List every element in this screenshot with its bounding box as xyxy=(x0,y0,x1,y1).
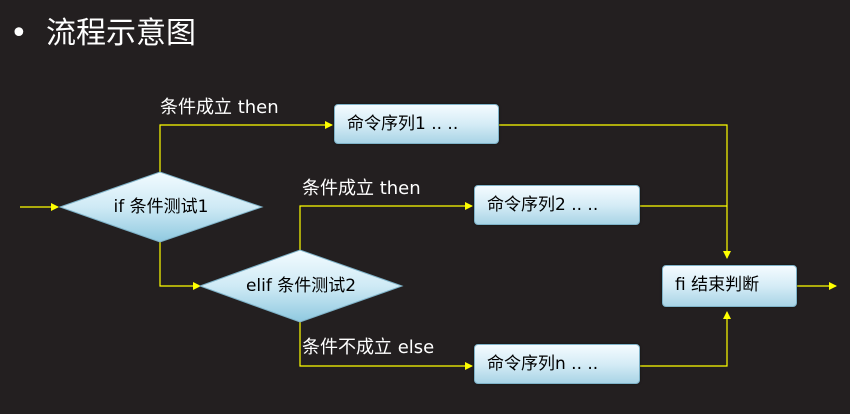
else-connector xyxy=(299,322,473,370)
if-decision-diamond xyxy=(58,171,264,243)
if-decision-label: if 条件测试1 xyxy=(113,197,209,217)
elif-decision-label: elif 条件测试2 xyxy=(245,276,357,296)
if-true-connector xyxy=(159,121,333,172)
end-fi-box: fi 结束判断 xyxy=(662,265,797,307)
cmd1-to-end-connector xyxy=(499,124,731,259)
slide-title-text: 流程示意图 xyxy=(46,16,196,51)
if-false-connector xyxy=(159,242,201,290)
elif-true-label: 条件成立 then xyxy=(302,178,421,199)
bullet-icon: • xyxy=(10,16,28,51)
command-sequence-n: 命令序列n .. .. xyxy=(474,344,640,384)
command-sequence-2: 命令序列2 .. .. xyxy=(474,185,640,225)
elif-true-connector xyxy=(299,202,473,250)
if-true-label: 条件成立 then xyxy=(160,97,279,118)
elif-decision-diamond xyxy=(198,249,404,323)
else-label: 条件不成立 else xyxy=(302,337,435,358)
slide-title: • 流程示意图 xyxy=(10,14,196,54)
command-sequence-1: 命令序列1 .. .. xyxy=(334,104,499,144)
cmdn-to-end-connector xyxy=(640,311,731,367)
